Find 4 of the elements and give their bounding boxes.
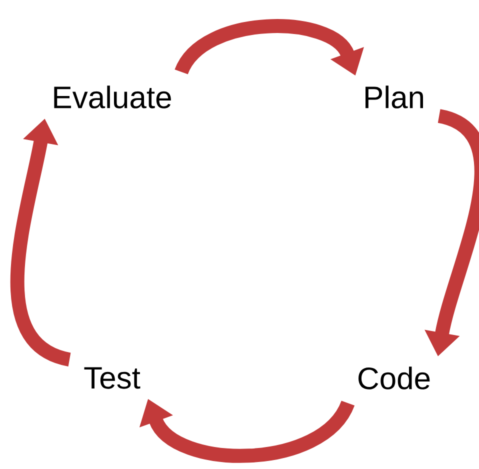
step-label: Plan bbox=[366, 86, 423, 108]
step-label: Code bbox=[358, 366, 430, 390]
step-label: Evaluate bbox=[54, 86, 171, 108]
step-label: Test bbox=[84, 367, 140, 389]
